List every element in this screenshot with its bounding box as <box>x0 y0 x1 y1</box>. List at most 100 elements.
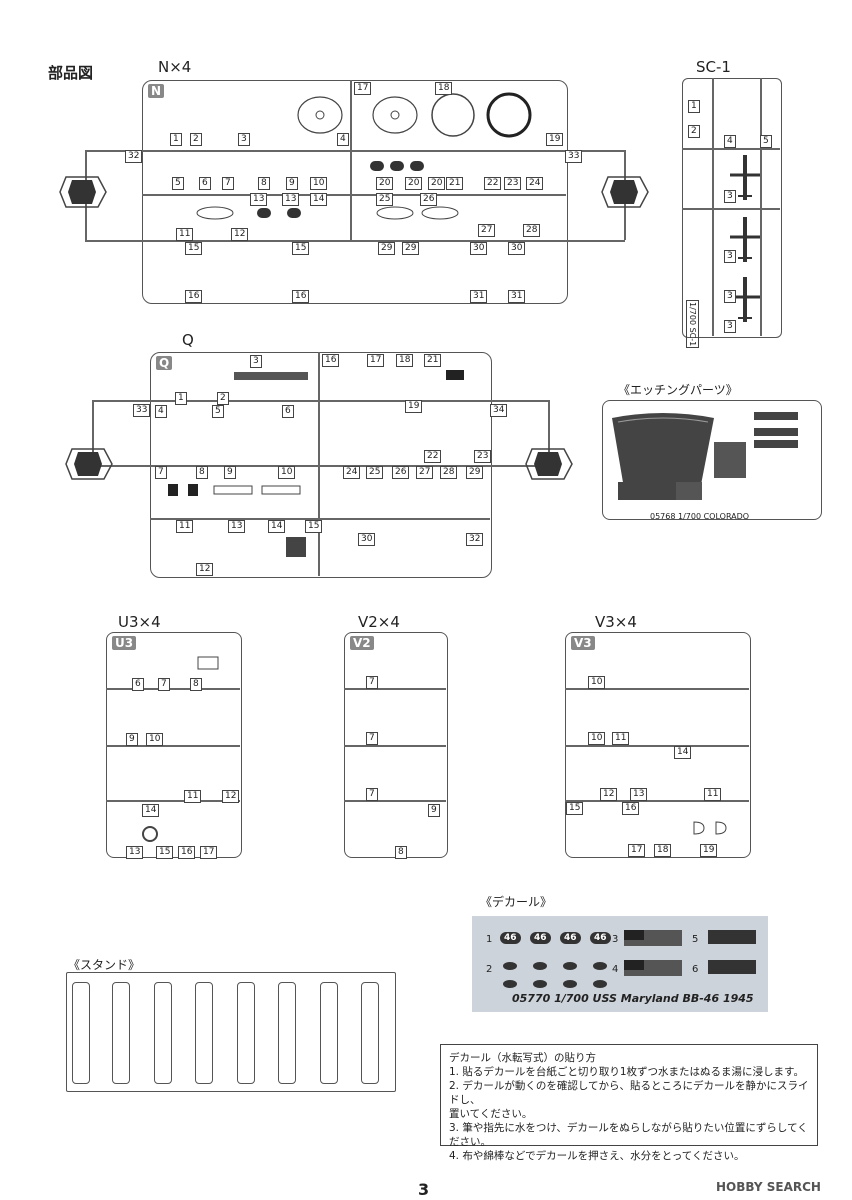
decal-number: 2 <box>486 964 493 975</box>
part-number: 22 <box>424 450 442 463</box>
sprue-v3-tag: V3 <box>571 636 595 650</box>
part-number: 7 <box>222 177 234 190</box>
decal-title: 《デカール》 <box>480 895 553 909</box>
part-number: 1 <box>170 133 182 146</box>
part-number: 11 <box>184 790 202 803</box>
part-number: 10 <box>278 466 296 479</box>
sprue-n-part-19-shape <box>486 92 532 138</box>
part-number: 26 <box>420 193 438 206</box>
sprue-n-part-25-shape <box>376 206 414 220</box>
part-number: 7 <box>158 678 170 691</box>
decal-hull-number: 46 <box>560 932 581 944</box>
etching-title: 《エッチングパーツ》 <box>618 383 738 397</box>
part-number: 34 <box>490 404 508 417</box>
part-number: 3 <box>724 290 736 303</box>
part-number: 3 <box>238 133 250 146</box>
decal-sheet: 1 2 3 4 5 6 46 46 46 46 05770 1/700 USS … <box>472 916 768 1012</box>
part-number: 32 <box>466 533 484 546</box>
part-number: 7 <box>366 788 378 801</box>
part-number: 6 <box>132 678 144 691</box>
part-number: 15 <box>566 802 584 815</box>
sc-sprue-label: 1/700 SC-1 <box>686 300 699 349</box>
part-number: 20 <box>405 177 423 190</box>
part-number: 4 <box>724 135 736 148</box>
sprue-n-part-13-shapes <box>257 208 301 218</box>
part-number: 23 <box>474 450 492 463</box>
part-number: 27 <box>478 224 496 237</box>
part-number: 12 <box>196 563 214 576</box>
part-number: 6 <box>199 177 211 190</box>
part-number: 28 <box>440 466 458 479</box>
decal-number: 6 <box>692 964 699 975</box>
part-number: 15 <box>292 242 310 255</box>
part-number: 18 <box>435 82 453 95</box>
part-number: 11 <box>176 228 194 241</box>
part-number: 23 <box>504 177 522 190</box>
sprue-q-right-gate <box>525 448 573 480</box>
sprue-q-part-15-shape <box>286 537 306 557</box>
part-number: 9 <box>428 804 440 817</box>
part-number: 14 <box>674 746 692 759</box>
part-number: 16 <box>292 290 310 303</box>
part-number: 22 <box>484 177 502 190</box>
part-number: 28 <box>523 224 541 237</box>
part-number: 7 <box>366 676 378 689</box>
part-number: 8 <box>196 466 208 479</box>
part-number: 12 <box>222 790 240 803</box>
part-number: 11 <box>176 520 194 533</box>
part-number: 7 <box>155 466 167 479</box>
part-number: 19 <box>700 844 718 857</box>
part-number: 10 <box>310 177 328 190</box>
part-number: 3 <box>250 355 262 368</box>
part-number: 18 <box>654 844 672 857</box>
sprue-q-part-21-shape <box>446 370 464 380</box>
part-number: 17 <box>354 82 372 95</box>
instruction-step: 置いてください。 <box>449 1108 533 1120</box>
part-number: 27 <box>416 466 434 479</box>
part-number: 33 <box>565 150 583 163</box>
part-number: 15 <box>185 242 203 255</box>
part-number: 11 <box>612 732 630 745</box>
part-number: 12 <box>600 788 618 801</box>
part-number: 20 <box>428 177 446 190</box>
stand-title: 《スタンド》 <box>68 958 141 972</box>
part-number: 16 <box>322 354 340 367</box>
part-number: 13 <box>282 193 300 206</box>
sprue-n-right-gate <box>601 176 649 208</box>
sprue-q-title: Q <box>182 331 194 349</box>
part-number: 30 <box>358 533 376 546</box>
part-number: 7 <box>366 732 378 745</box>
sprue-u3-tag: U3 <box>112 636 137 650</box>
part-number: 13 <box>630 788 648 801</box>
part-number: 2 <box>688 125 700 138</box>
sprue-q-row-shapes <box>168 484 301 496</box>
etching-railing-icon <box>612 413 714 500</box>
part-number: 24 <box>343 466 361 479</box>
etching-grid-icon <box>714 442 746 478</box>
sprue-n-part-26-shape <box>421 206 459 220</box>
part-number: 13 <box>126 846 144 859</box>
part-number: 9 <box>286 177 298 190</box>
part-number: 17 <box>367 354 385 367</box>
part-number: 18 <box>396 354 414 367</box>
part-number: 9 <box>224 466 236 479</box>
sprue-n-tag: N <box>148 84 165 98</box>
part-number: 21 <box>446 177 464 190</box>
decal-number: 4 <box>612 964 619 975</box>
part-number: 10 <box>588 732 606 745</box>
sprue-n-part-12-shape <box>196 206 234 220</box>
u3-part-15-shape <box>142 826 158 842</box>
decal-number: 1 <box>486 934 493 945</box>
part-number: 16 <box>185 290 203 303</box>
sprue-n-part-18a-shape <box>372 96 418 134</box>
us-flag-icon <box>624 930 682 976</box>
instruction-step: 2. デカールが動くのを確認してから、貼るところにデカールを静かにスライドし、 <box>449 1080 809 1106</box>
part-number: 11 <box>704 788 722 801</box>
part-number: 30 <box>508 242 526 255</box>
decal-hull-number: 46 <box>530 932 551 944</box>
flag-mark-icon <box>708 930 756 974</box>
part-number: 29 <box>466 466 484 479</box>
part-number: 2 <box>190 133 202 146</box>
part-number: 24 <box>526 177 544 190</box>
part-number: 25 <box>366 466 384 479</box>
